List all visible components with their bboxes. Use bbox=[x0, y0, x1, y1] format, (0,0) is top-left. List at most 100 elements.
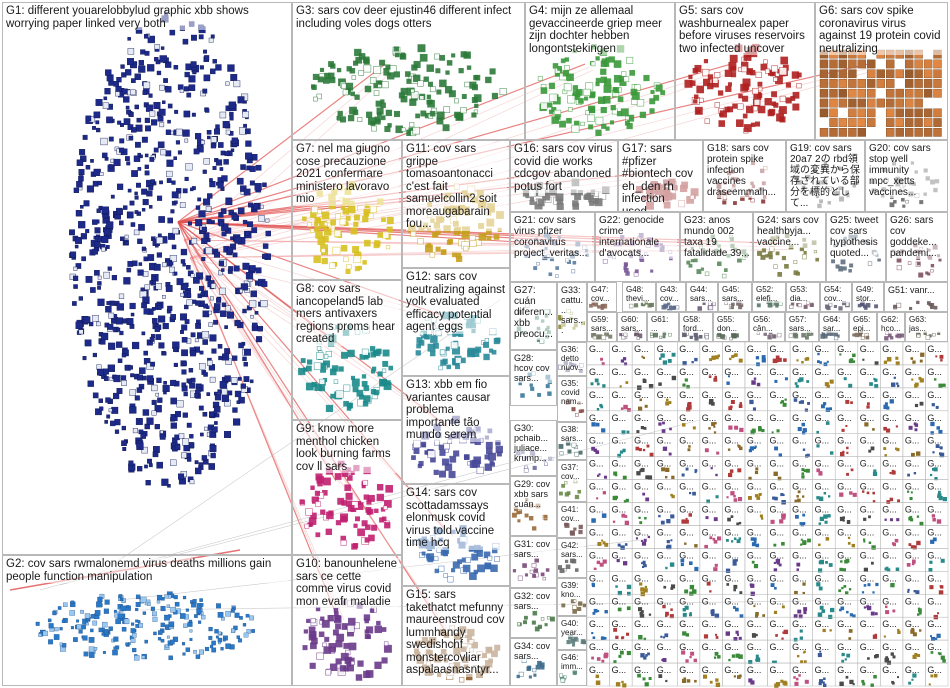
node bbox=[736, 633, 739, 636]
node bbox=[849, 491, 853, 495]
node bbox=[626, 584, 632, 590]
node bbox=[919, 359, 923, 363]
small-group-label: G... bbox=[634, 413, 649, 423]
node bbox=[752, 633, 756, 638]
small-group-label: G... bbox=[589, 436, 604, 446]
node bbox=[694, 566, 699, 571]
group-label-g54: G54: cov... bbox=[824, 285, 849, 303]
node bbox=[936, 519, 942, 524]
node bbox=[839, 516, 845, 522]
group-panel-g64: G64: sar... bbox=[819, 312, 849, 342]
node bbox=[914, 428, 918, 432]
node bbox=[158, 315, 166, 323]
small-group-label: G... bbox=[702, 390, 717, 400]
node bbox=[781, 637, 784, 640]
small-group-label: G... bbox=[702, 505, 717, 515]
node bbox=[801, 475, 805, 479]
node bbox=[773, 543, 777, 547]
node bbox=[157, 141, 165, 149]
node bbox=[124, 234, 129, 239]
node bbox=[868, 515, 871, 519]
node bbox=[234, 390, 242, 398]
node bbox=[182, 412, 188, 418]
node bbox=[220, 268, 225, 272]
node bbox=[669, 614, 674, 619]
node bbox=[917, 654, 921, 657]
node bbox=[755, 543, 760, 548]
node bbox=[795, 384, 799, 388]
node bbox=[848, 383, 853, 388]
node bbox=[823, 362, 828, 367]
node bbox=[92, 219, 98, 225]
node bbox=[844, 658, 847, 661]
node bbox=[919, 401, 924, 406]
node bbox=[148, 205, 153, 209]
node bbox=[685, 517, 688, 520]
node bbox=[907, 473, 910, 477]
node bbox=[846, 610, 849, 614]
group-panel-g26: G26: sars cov goddeke... pandemi... bbox=[886, 212, 948, 282]
node bbox=[670, 493, 673, 497]
small-group-label: G... bbox=[657, 505, 672, 515]
node bbox=[599, 403, 603, 407]
node bbox=[163, 78, 168, 83]
node bbox=[207, 276, 211, 281]
node bbox=[592, 636, 596, 639]
small-group-label: G... bbox=[724, 550, 739, 560]
node bbox=[206, 135, 211, 140]
node bbox=[262, 182, 267, 187]
node bbox=[130, 78, 136, 84]
group-panel-g40: G40: year... bbox=[557, 616, 587, 650]
node bbox=[715, 633, 718, 636]
node bbox=[641, 541, 647, 546]
small-group-label: G... bbox=[747, 573, 762, 583]
small-group-label: G... bbox=[882, 550, 897, 560]
node bbox=[72, 301, 77, 306]
node bbox=[166, 178, 172, 183]
node bbox=[694, 544, 698, 548]
group-panel-g41: G41: cov... bbox=[557, 502, 587, 538]
group-label-g14: G14: sars cov scottadamssays elonmusk co… bbox=[406, 487, 507, 550]
node bbox=[642, 492, 646, 496]
node bbox=[232, 418, 241, 426]
small-group-label: G... bbox=[724, 459, 739, 469]
node bbox=[214, 394, 222, 401]
node bbox=[265, 218, 270, 223]
small-group-label: G... bbox=[724, 390, 739, 400]
node bbox=[804, 408, 808, 412]
node bbox=[731, 355, 735, 359]
node bbox=[709, 590, 712, 593]
node bbox=[689, 584, 695, 590]
small-group-label: G... bbox=[724, 505, 739, 515]
small-group-label: G... bbox=[679, 619, 694, 629]
group-label-g49: G49: stor... bbox=[856, 285, 881, 303]
group-label-g7: G7: nel ma giugno cose precauzione 2021 … bbox=[296, 143, 399, 206]
node bbox=[774, 379, 778, 383]
node bbox=[141, 246, 146, 251]
node bbox=[863, 517, 867, 521]
group-panel-g14: G14: sars cov scottadamssays elonmusk co… bbox=[402, 484, 510, 586]
node bbox=[161, 100, 166, 104]
small-group-label: G... bbox=[679, 436, 694, 446]
node bbox=[116, 327, 121, 332]
small-group-label: G... bbox=[747, 436, 762, 446]
node bbox=[755, 657, 758, 660]
node bbox=[727, 448, 731, 451]
node bbox=[822, 628, 826, 633]
group-panel-g62: G62: hco... bbox=[877, 312, 905, 342]
node bbox=[624, 520, 629, 525]
node bbox=[885, 610, 890, 615]
node bbox=[165, 285, 173, 292]
node bbox=[875, 582, 879, 587]
node bbox=[615, 495, 618, 499]
group-label-g19: G19: cov sars 20a7 2の rbd領域の変異から保存されている部… bbox=[790, 143, 862, 209]
node bbox=[886, 357, 892, 362]
node bbox=[213, 303, 221, 310]
node bbox=[219, 287, 226, 295]
node bbox=[682, 423, 686, 427]
node bbox=[76, 159, 84, 166]
node bbox=[135, 182, 141, 188]
node bbox=[727, 517, 731, 522]
node bbox=[617, 590, 622, 596]
node bbox=[892, 543, 896, 547]
